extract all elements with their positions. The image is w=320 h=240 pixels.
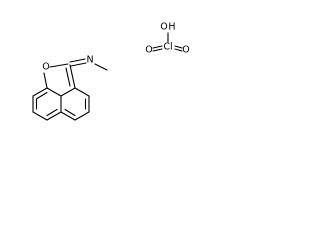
chemical-structure-diagram: O N O H Cl O O [32,22,190,121]
atom-label-perchlorate-hydrogen: H [168,22,175,33]
double-bond-c-n [70,62,87,67]
bond [32,111,48,121]
bond [32,87,48,97]
double-bond-inner [46,108,58,117]
perchloric-acid [152,32,183,52]
atom-label-imine-nitrogen: N [86,55,93,66]
bond [74,111,90,121]
bond-n-methyl [94,63,108,71]
atom-label-perchlorate-oxygen-top: O [160,22,167,33]
double-bond-inner [65,67,71,87]
double-bond-cl-o [152,45,163,49]
bond [60,87,76,97]
atom-label-perchlorate-oxygen-left: O [145,45,152,56]
double-bond-inner [64,108,76,117]
atom-label-perchlorate-chlorine: Cl [163,42,172,53]
double-bond-c-n [69,58,86,63]
bond [74,87,90,97]
furan-ring [43,63,76,89]
double-bond-cl-o [152,48,163,52]
double-bond-cl-o [174,45,183,49]
atom-label-ring-oxygen: O [42,62,49,73]
double-bond-cl-o [174,48,183,52]
double-bond-inner [36,91,48,100]
bond-c-o [43,72,48,89]
bond-o-c [49,63,69,68]
bond-c-c [69,64,76,89]
imine-substituent [69,58,108,71]
bond [46,111,62,121]
bond [46,87,62,97]
bond [60,111,76,121]
naphthalene-ring-system [32,87,90,121]
atom-label-perchlorate-oxygen-right: O [182,45,189,56]
